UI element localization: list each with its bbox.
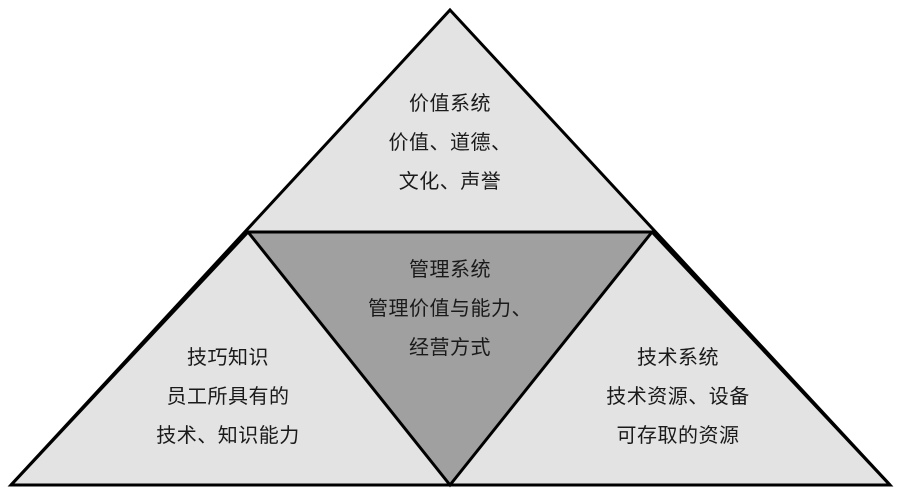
- left-divider-line: [9, 230, 250, 487]
- technology-system-text-block: 技术系统 技术资源、设备 可存取的资源: [606, 338, 750, 455]
- technology-system-heading: 技术系统: [637, 345, 719, 369]
- value-system-heading: 价值系统: [409, 91, 491, 115]
- skills-knowledge-heading: 技巧知识: [187, 345, 269, 369]
- right-divider-line: [650, 230, 892, 487]
- value-system-line-3: 文化、声誉: [398, 169, 502, 193]
- skills-knowledge-text-block: 技巧知识 员工所具有的 技术、知识能力: [156, 338, 300, 455]
- management-system-text-block: 管理系统 管理价值与能力、 经营方式: [368, 250, 532, 367]
- management-system-heading: 管理系统: [409, 257, 491, 281]
- skills-knowledge-line-3: 技术、知识能力: [156, 423, 300, 447]
- technology-system-line-3: 可存取的资源: [616, 423, 740, 447]
- value-system-line-2: 价值、道德、: [388, 130, 512, 154]
- skills-knowledge-line-2: 员工所具有的: [166, 384, 290, 408]
- technology-system-line-2: 技术资源、设备: [606, 384, 750, 408]
- management-system-line-2: 管理价值与能力、: [368, 296, 532, 320]
- inner-inverted-triangle-shape: [244, 230, 656, 488]
- value-system-text-block: 价值系统 价值、道德、 文化、声誉: [389, 84, 512, 201]
- management-system-line-3: 经营方式: [409, 335, 491, 359]
